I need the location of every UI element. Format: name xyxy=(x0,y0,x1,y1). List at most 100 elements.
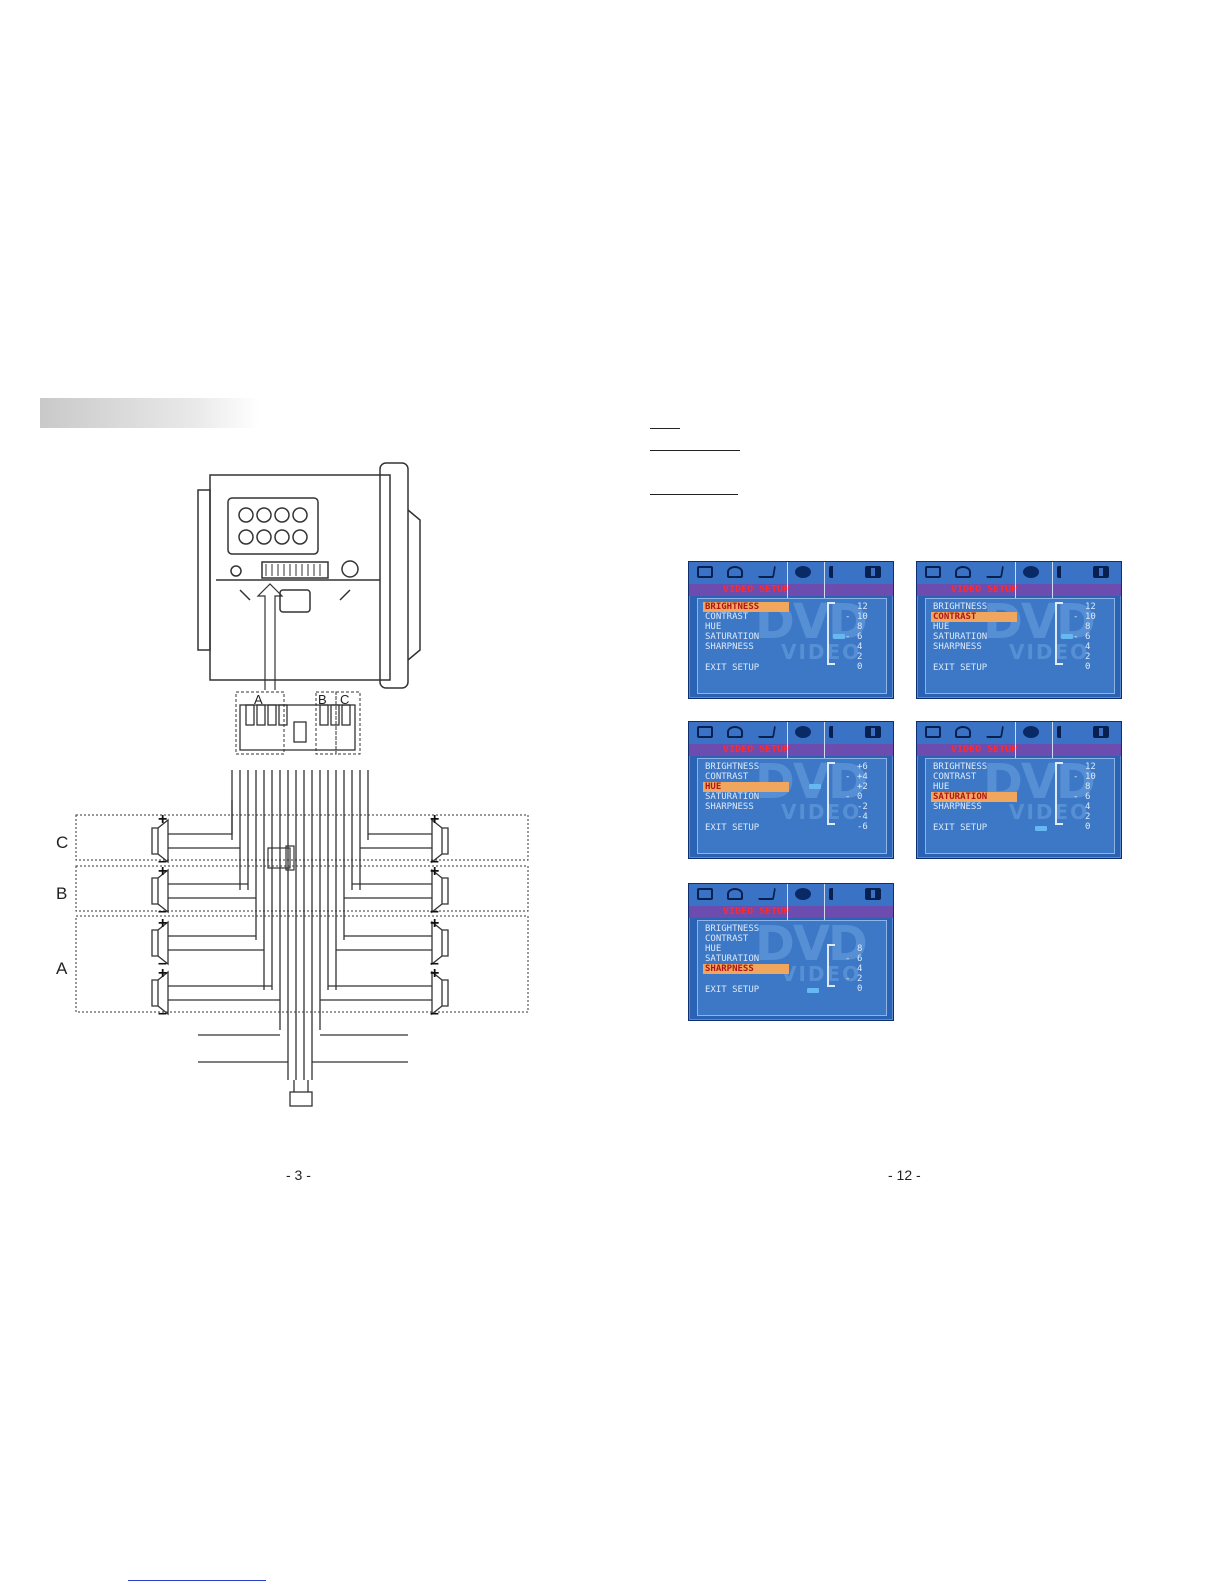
person-icon xyxy=(955,566,971,578)
group-label-a: A xyxy=(56,959,68,978)
music-note-icon xyxy=(985,726,1005,738)
exit-icon xyxy=(1093,726,1109,738)
scale-tick xyxy=(827,602,835,604)
scale-value: 4 xyxy=(1085,802,1091,812)
scale-tick xyxy=(1055,823,1063,825)
exit-icon xyxy=(865,566,881,578)
speaker-icon xyxy=(829,888,845,900)
active-tab-marker xyxy=(787,722,825,782)
scale-dash: - xyxy=(1073,612,1079,622)
menu-item-hue: HUE xyxy=(703,782,789,792)
color-icon xyxy=(1023,566,1039,578)
rca-panel xyxy=(227,497,319,555)
svg-text:+: + xyxy=(158,915,167,932)
monitor-icon xyxy=(697,888,713,900)
plug-connector xyxy=(289,1091,313,1107)
music-note-icon xyxy=(757,566,777,578)
menu-item-saturation: SATURATION xyxy=(931,792,1017,802)
heading-underline-3 xyxy=(650,494,738,495)
menu-panel xyxy=(925,758,1115,854)
scale-value: 6 xyxy=(1085,792,1091,802)
scale-value: 12 xyxy=(1085,602,1096,612)
svg-text:+: + xyxy=(158,811,167,828)
menu-item-sharpness: SHARPNESS xyxy=(705,802,754,812)
scale-tick xyxy=(1055,762,1063,764)
menu-title-bar xyxy=(917,584,1121,596)
menu-title: VIDEO SETUP xyxy=(723,584,790,595)
menu-item-exit: EXIT SETUP xyxy=(705,823,760,833)
speaker-icon xyxy=(829,726,845,738)
svg-text:–: – xyxy=(158,955,167,972)
svg-text:+: + xyxy=(158,863,167,880)
scale-value: +2 xyxy=(857,782,868,792)
slider-indicator xyxy=(1035,826,1047,831)
scale-value: 0 xyxy=(1085,662,1091,672)
music-note-icon xyxy=(757,726,777,738)
speaker-group-c xyxy=(75,814,529,861)
color-icon xyxy=(1023,726,1039,738)
svg-text:–: – xyxy=(430,1005,439,1022)
video-watermark: VIDEO xyxy=(1009,800,1090,824)
speaker-right-3 xyxy=(431,920,449,966)
menu-item-saturation: SATURATION xyxy=(705,954,760,964)
menu-screenshot-brightness: VIDEO SETUP DVD VIDEO BRIGHTNESS CONTRAS… xyxy=(688,561,894,699)
video-watermark: VIDEO xyxy=(781,640,862,664)
scale-value: 2 xyxy=(857,974,863,984)
menu-item-hue: HUE xyxy=(705,944,722,954)
menu-title: VIDEO SETUP xyxy=(951,744,1018,755)
value-scale xyxy=(827,762,839,824)
monitor-icon xyxy=(925,726,941,738)
slider-indicator xyxy=(1061,634,1073,639)
menu-item-contrast: CONTRAST xyxy=(705,612,749,622)
video-watermark: VIDEO xyxy=(781,962,862,986)
menu-item-hue: HUE xyxy=(933,622,950,632)
svg-text:+: + xyxy=(430,863,439,880)
monitor-icon xyxy=(697,566,713,578)
scale-value: 6 xyxy=(857,954,863,964)
scale-value: -6 xyxy=(857,822,868,832)
scale-value: 2 xyxy=(1085,652,1091,662)
menu-title-bar xyxy=(689,744,893,756)
menu-item-contrast: CONTRAST xyxy=(931,612,1017,622)
unit-side-panel xyxy=(379,462,409,689)
color-icon xyxy=(795,888,811,900)
scale-value: +4 xyxy=(857,772,868,782)
speaker-left-2 xyxy=(151,868,169,914)
scale-dash: - xyxy=(845,772,851,782)
scale-dash: - xyxy=(845,954,851,964)
scale-tick xyxy=(1055,602,1063,604)
speaker-right-4 xyxy=(431,970,449,1016)
footer-link-underline xyxy=(128,1580,266,1581)
scale-value: 0 xyxy=(1085,822,1091,832)
harness-connector xyxy=(239,704,356,751)
page-number-left: - 3 - xyxy=(286,1167,311,1183)
svg-text:+: + xyxy=(430,915,439,932)
scale-dash: - xyxy=(1073,792,1079,802)
menu-item-brightness: BRIGHTNESS xyxy=(703,602,789,612)
menu-item-hue: HUE xyxy=(933,782,950,792)
scale-dash: - xyxy=(845,612,851,622)
menu-item-exit: EXIT SETUP xyxy=(705,985,760,995)
scale-value: 12 xyxy=(1085,762,1096,772)
menu-tab-bar xyxy=(689,884,893,907)
menu-item-saturation: SATURATION xyxy=(705,632,760,642)
menu-item-exit: EXIT SETUP xyxy=(705,663,760,673)
menu-item-hue: HUE xyxy=(705,622,722,632)
menu-title-bar xyxy=(917,744,1121,756)
value-scale xyxy=(827,602,839,664)
dvd-watermark: DVD xyxy=(983,594,1096,650)
svg-text:–: – xyxy=(430,853,439,870)
menu-title: VIDEO SETUP xyxy=(951,584,1018,595)
scale-value: 8 xyxy=(857,622,863,632)
scale-value: 10 xyxy=(1085,772,1096,782)
speaker-group-a xyxy=(75,915,529,1013)
svg-text:–: – xyxy=(158,903,167,920)
slider-indicator xyxy=(807,988,819,993)
exit-icon xyxy=(865,726,881,738)
scale-value: 2 xyxy=(1085,812,1091,822)
scale-dash: - xyxy=(1073,772,1079,782)
scale-tick xyxy=(827,762,835,764)
music-note-icon xyxy=(757,888,777,900)
person-icon xyxy=(727,566,743,578)
slider-indicator xyxy=(833,634,845,639)
